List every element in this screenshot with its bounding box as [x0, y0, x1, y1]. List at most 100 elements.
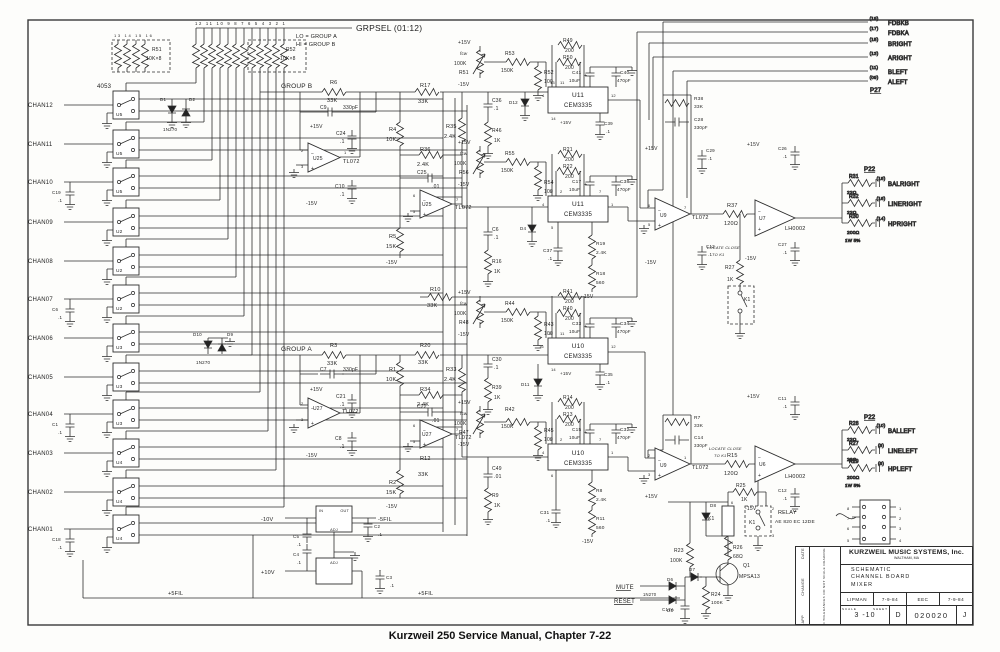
- schematic-label: 100K: [670, 558, 683, 564]
- schematic-label: 11: [560, 80, 565, 85]
- schematic-label: (8): [878, 443, 884, 448]
- rh-symbol: [722, 210, 748, 218]
- schematic-label: 4: [899, 538, 902, 543]
- cv-symbol: [347, 179, 357, 196]
- rh-symbol: [847, 219, 873, 227]
- channel-wires: [64, 28, 467, 544]
- schematic-label: R40: [563, 306, 573, 312]
- gnd-symbol: [532, 191, 544, 201]
- schematic-label: 330pF: [694, 125, 708, 130]
- schematic-label: 1N270: [163, 127, 178, 132]
- schematic-label: U5: [116, 112, 123, 118]
- schematic-label: R51: [459, 70, 469, 76]
- schematic-label: U6: [759, 462, 766, 468]
- schematic-label: TO K1: [714, 453, 727, 458]
- dd-symbol: [527, 221, 537, 239]
- schematic-label: −: [758, 209, 761, 215]
- schematic-label: U4: [116, 499, 123, 505]
- schematic-label: 12: [611, 93, 616, 98]
- schematic-label: 33K: [418, 99, 429, 105]
- schematic-label: RELAY: [778, 510, 797, 516]
- schematic-label: D5: [667, 608, 673, 613]
- schematic-label: C29: [706, 148, 715, 153]
- schematic-label: C19: [52, 190, 61, 195]
- caption: Kurzweil 250 Service Manual, Chapter 7-2…: [388, 630, 612, 642]
- schematic-label: 2: [648, 453, 651, 458]
- schematic-label: U9: [660, 213, 667, 219]
- schematic-label: 3: [301, 417, 304, 422]
- schematic-label: +15V: [560, 371, 571, 376]
- schematic-label: fcw: [460, 301, 468, 306]
- schematic-label: R24: [711, 592, 721, 598]
- schematic-label: CHAN03: [28, 451, 53, 457]
- schematic-label: 2.4K: [596, 250, 607, 256]
- schematic-label: (6): [878, 461, 884, 466]
- schematic-label: 15: [548, 331, 553, 336]
- cv-symbol: [347, 129, 357, 146]
- rv-symbol: [200, 43, 208, 69]
- contact-dot: [755, 509, 761, 515]
- schematic-label: (15): [870, 37, 879, 42]
- schematic-label: C17: [572, 179, 582, 185]
- rh-symbol: [732, 488, 758, 496]
- schematic-label: .1: [494, 365, 499, 371]
- schematic-label: 10K: [386, 137, 397, 143]
- rh-symbol: [847, 199, 873, 207]
- schematic-label: (13): [870, 51, 879, 56]
- schematic-label: 1: [344, 150, 347, 155]
- schematic-label: MUTE: [616, 585, 634, 591]
- schematic-label: +15V: [458, 400, 471, 406]
- schematic-label: +: [658, 223, 661, 229]
- schematic-label: -15V: [582, 539, 594, 545]
- schematic-label: fcw: [460, 51, 468, 56]
- contact-dot: [861, 524, 867, 530]
- drawing-title-line: MIXER: [851, 581, 874, 588]
- schematic-label: HI = GROUP B: [296, 42, 336, 48]
- schematic-label: fcw: [460, 151, 468, 156]
- switch-contact: [131, 330, 135, 334]
- schematic-label: U3: [116, 421, 123, 427]
- schematic-label: 150K: [501, 168, 514, 174]
- schematic-label: -15V: [745, 506, 757, 512]
- schematic-label: 200: [565, 157, 574, 163]
- schematic-label: U4: [116, 460, 123, 466]
- schematic-label: 33K: [418, 360, 429, 366]
- schematic-label: .1: [494, 106, 499, 112]
- trimpot-arrow: [472, 413, 486, 435]
- schematic-label: 1: [684, 455, 687, 460]
- schematic-label: 1K: [494, 138, 501, 144]
- schematic-label: R49: [563, 38, 573, 44]
- title-block-main: KURZWEIL MUSIC SYSTEMS, Inc. WALTHAM, MA…: [841, 547, 972, 624]
- switch-contact: [131, 186, 135, 190]
- analog-switch-box: [112, 129, 140, 159]
- schematic-label: C10: [335, 184, 345, 190]
- schematic-label: .1: [340, 139, 345, 145]
- schematic-label: 3: [550, 437, 553, 442]
- schematic-label: 200: [565, 405, 574, 411]
- schematic-label: .1: [58, 198, 62, 203]
- schematic-label: +5FIL: [168, 591, 183, 597]
- switch-contact: [131, 97, 135, 101]
- rh-symbol: [414, 88, 440, 96]
- schematic-label: 120Ω: [724, 471, 738, 477]
- schematic-label: 1: [611, 450, 614, 455]
- cv-symbol: [790, 395, 800, 412]
- schematic-label: 1K: [494, 503, 501, 509]
- schematic-label: +15V: [645, 146, 658, 152]
- schematic-label: +5FIL: [418, 591, 433, 597]
- schematic-label: C1: [52, 422, 58, 427]
- schematic-label: 200: [565, 174, 574, 180]
- schematic-label: 10K: [386, 377, 397, 383]
- schematic-label: Q1: [743, 563, 750, 569]
- schematic-label: -15V: [458, 82, 470, 88]
- schematic-label: -15V: [458, 182, 470, 188]
- schematic-label: 7: [599, 437, 602, 442]
- cv-symbol: [790, 241, 800, 258]
- switch-contact: [131, 342, 135, 346]
- switch-contact: [131, 109, 135, 113]
- schematic-label: CEM3335: [564, 212, 593, 218]
- schematic-label: +: [311, 166, 314, 172]
- cv-symbol: [302, 527, 312, 544]
- schematic-label: R2: [389, 480, 396, 486]
- schematic-label: .1: [783, 404, 787, 409]
